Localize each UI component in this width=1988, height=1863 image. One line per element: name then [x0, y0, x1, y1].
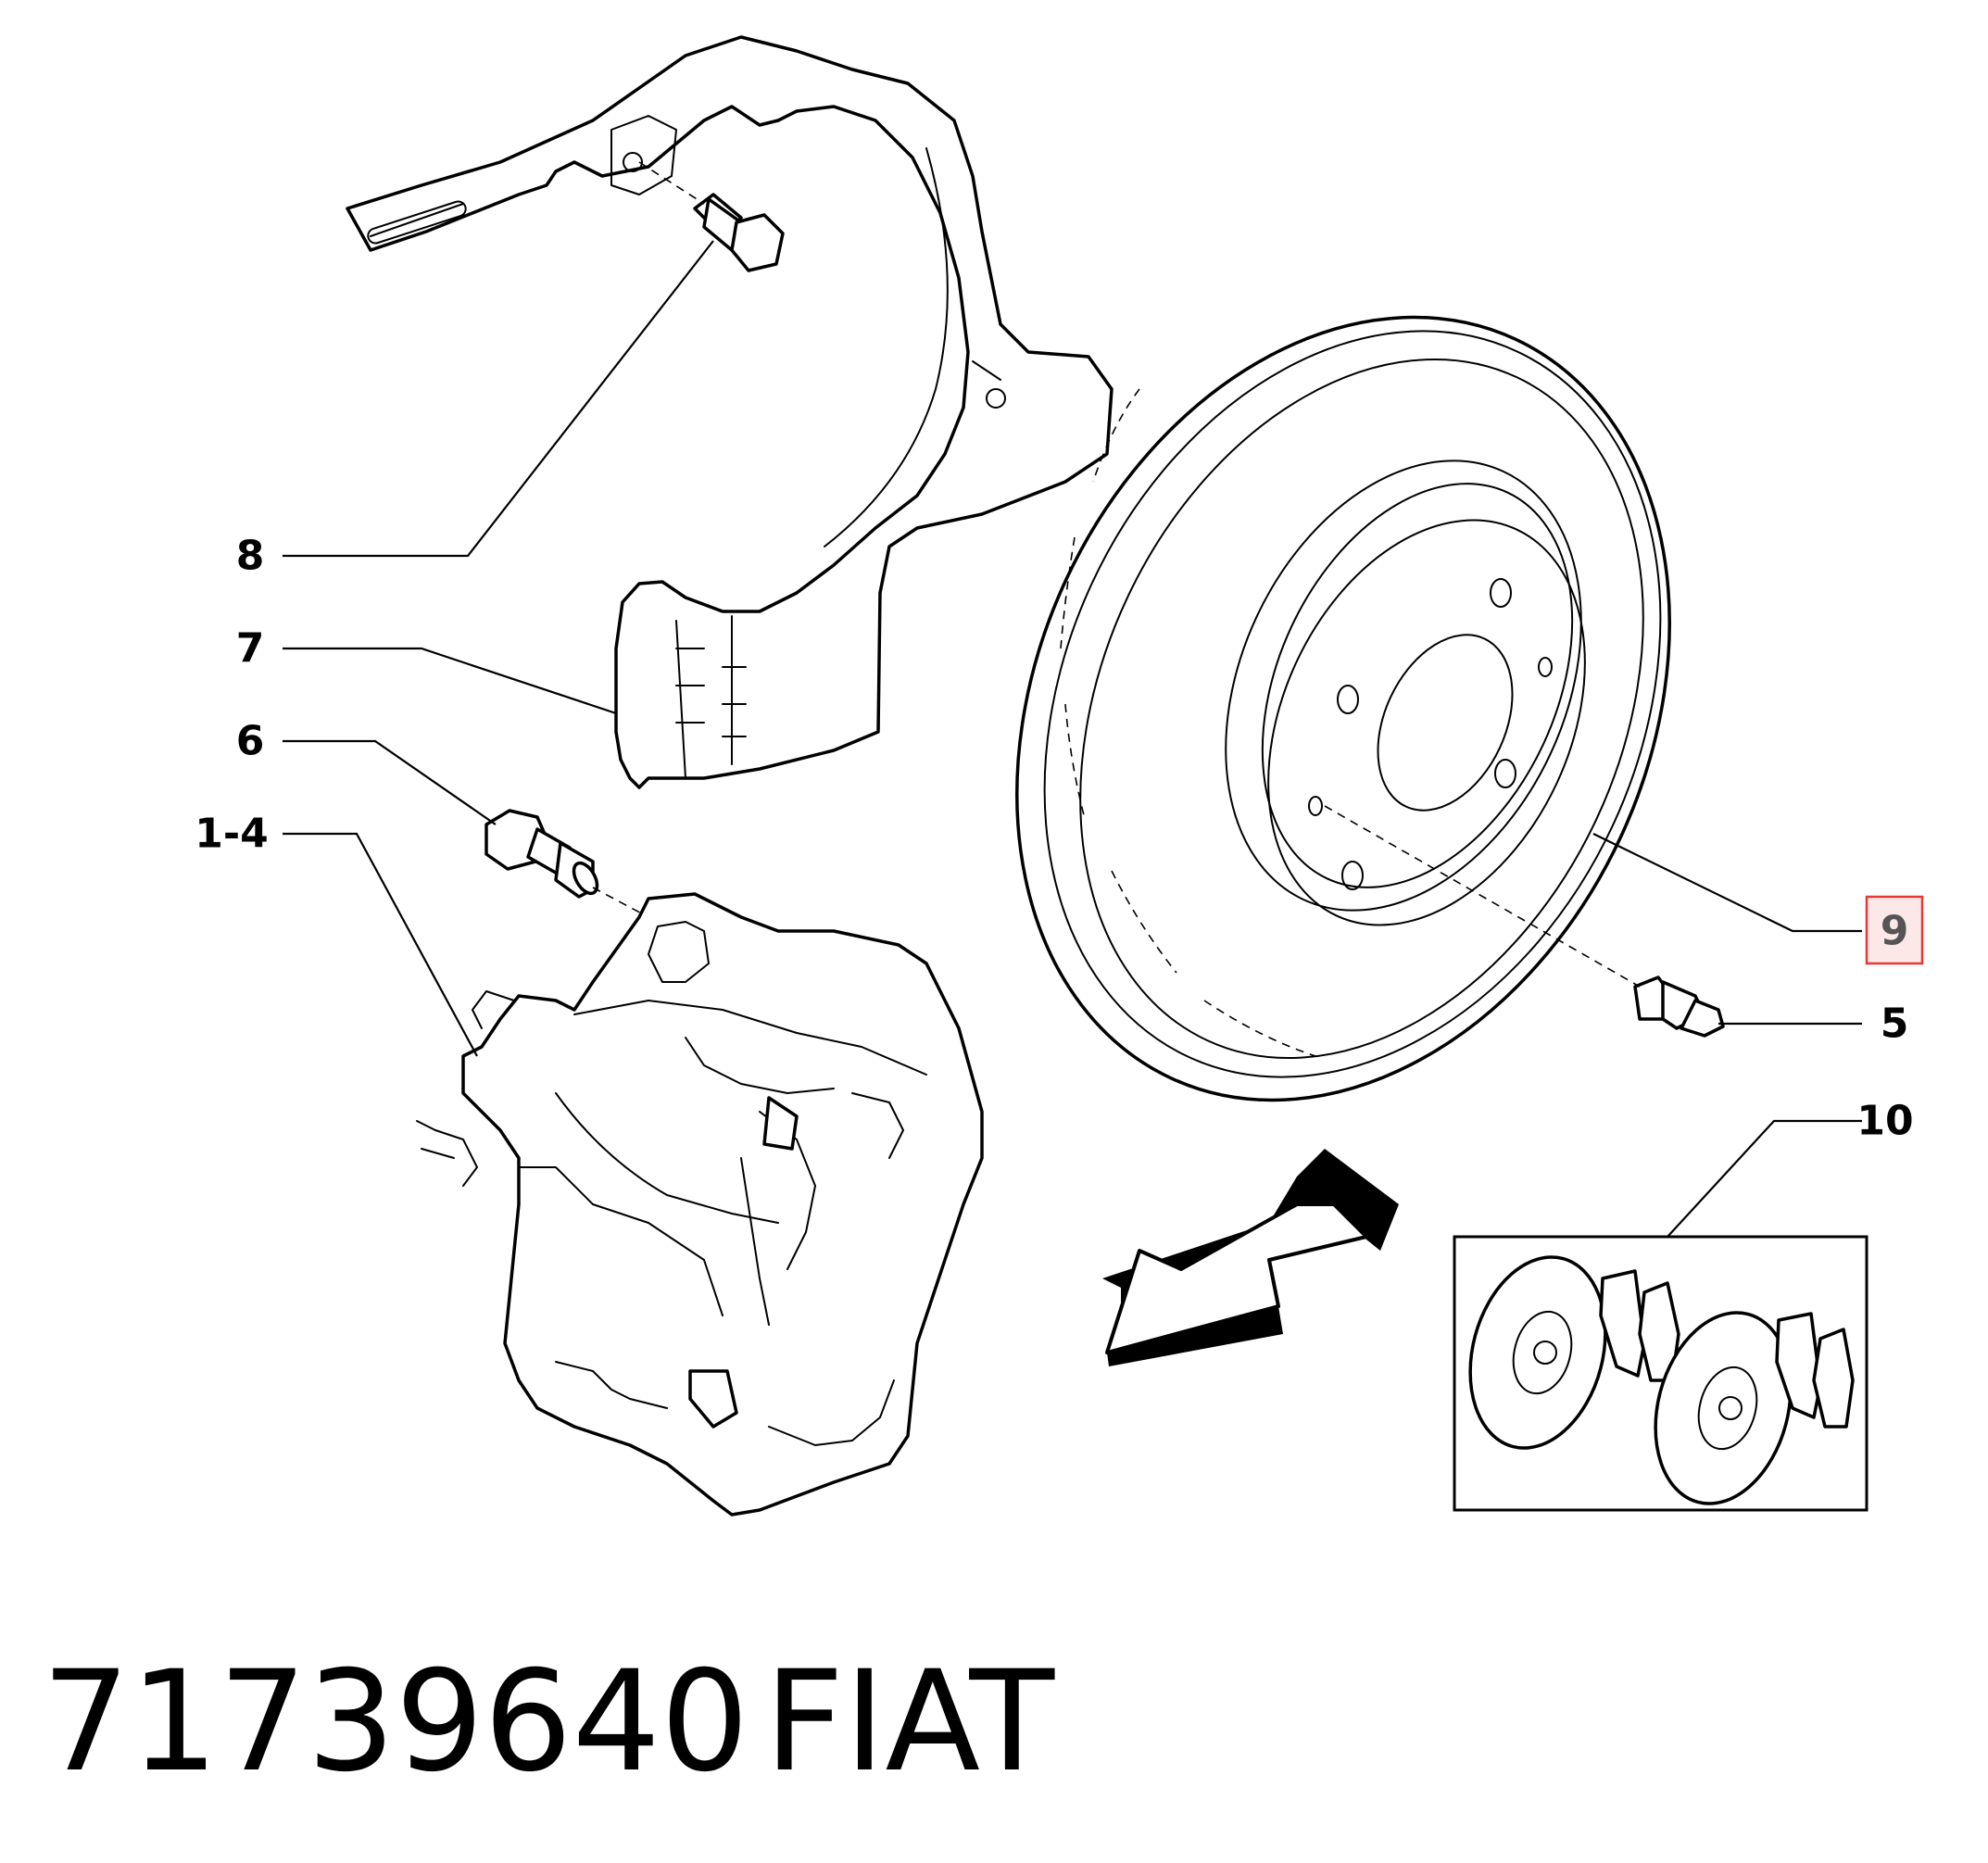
wheel-stud-axis: [1324, 805, 1641, 988]
bolt-8-axis: [638, 161, 705, 205]
brand-name: FIAT: [764, 1642, 1055, 1803]
leader-line-8: [283, 240, 714, 558]
guide-pin-part-6-illustration: [484, 809, 599, 899]
callout-label-5: 5: [1881, 1001, 1909, 1048]
brake-caliper-illustration: [416, 892, 984, 1517]
dust-shield-illustration: [346, 35, 1114, 789]
callout-label-8: 8: [236, 533, 265, 580]
leader-line-10: [1667, 1119, 1862, 1238]
callout-label-7: 7: [236, 625, 265, 673]
direction-arrow-icon: [1102, 1149, 1399, 1366]
brake-kit-inset: [1453, 1235, 1868, 1512]
callout-label-10: 10: [1856, 1098, 1913, 1145]
callout-highlight-box-9: [1865, 895, 1924, 965]
leader-line-6: [283, 739, 497, 825]
callout-label-1-4: 1-4: [195, 811, 269, 858]
leader-line-9: [1592, 833, 1862, 933]
bolt-part-8-illustration: [693, 193, 785, 272]
callout-label-9: 9: [1881, 908, 1909, 955]
wheel-stud-part-5-illustration: [1633, 976, 1725, 1038]
leader-line-7: [283, 647, 617, 715]
callout-label-6: 6: [236, 718, 265, 765]
brake-disc-illustration: [1015, 315, 1671, 1102]
guide-pin-axis: [592, 887, 649, 918]
leader-line-1-4: [283, 832, 478, 1057]
part-number: 71739640: [42, 1642, 749, 1803]
